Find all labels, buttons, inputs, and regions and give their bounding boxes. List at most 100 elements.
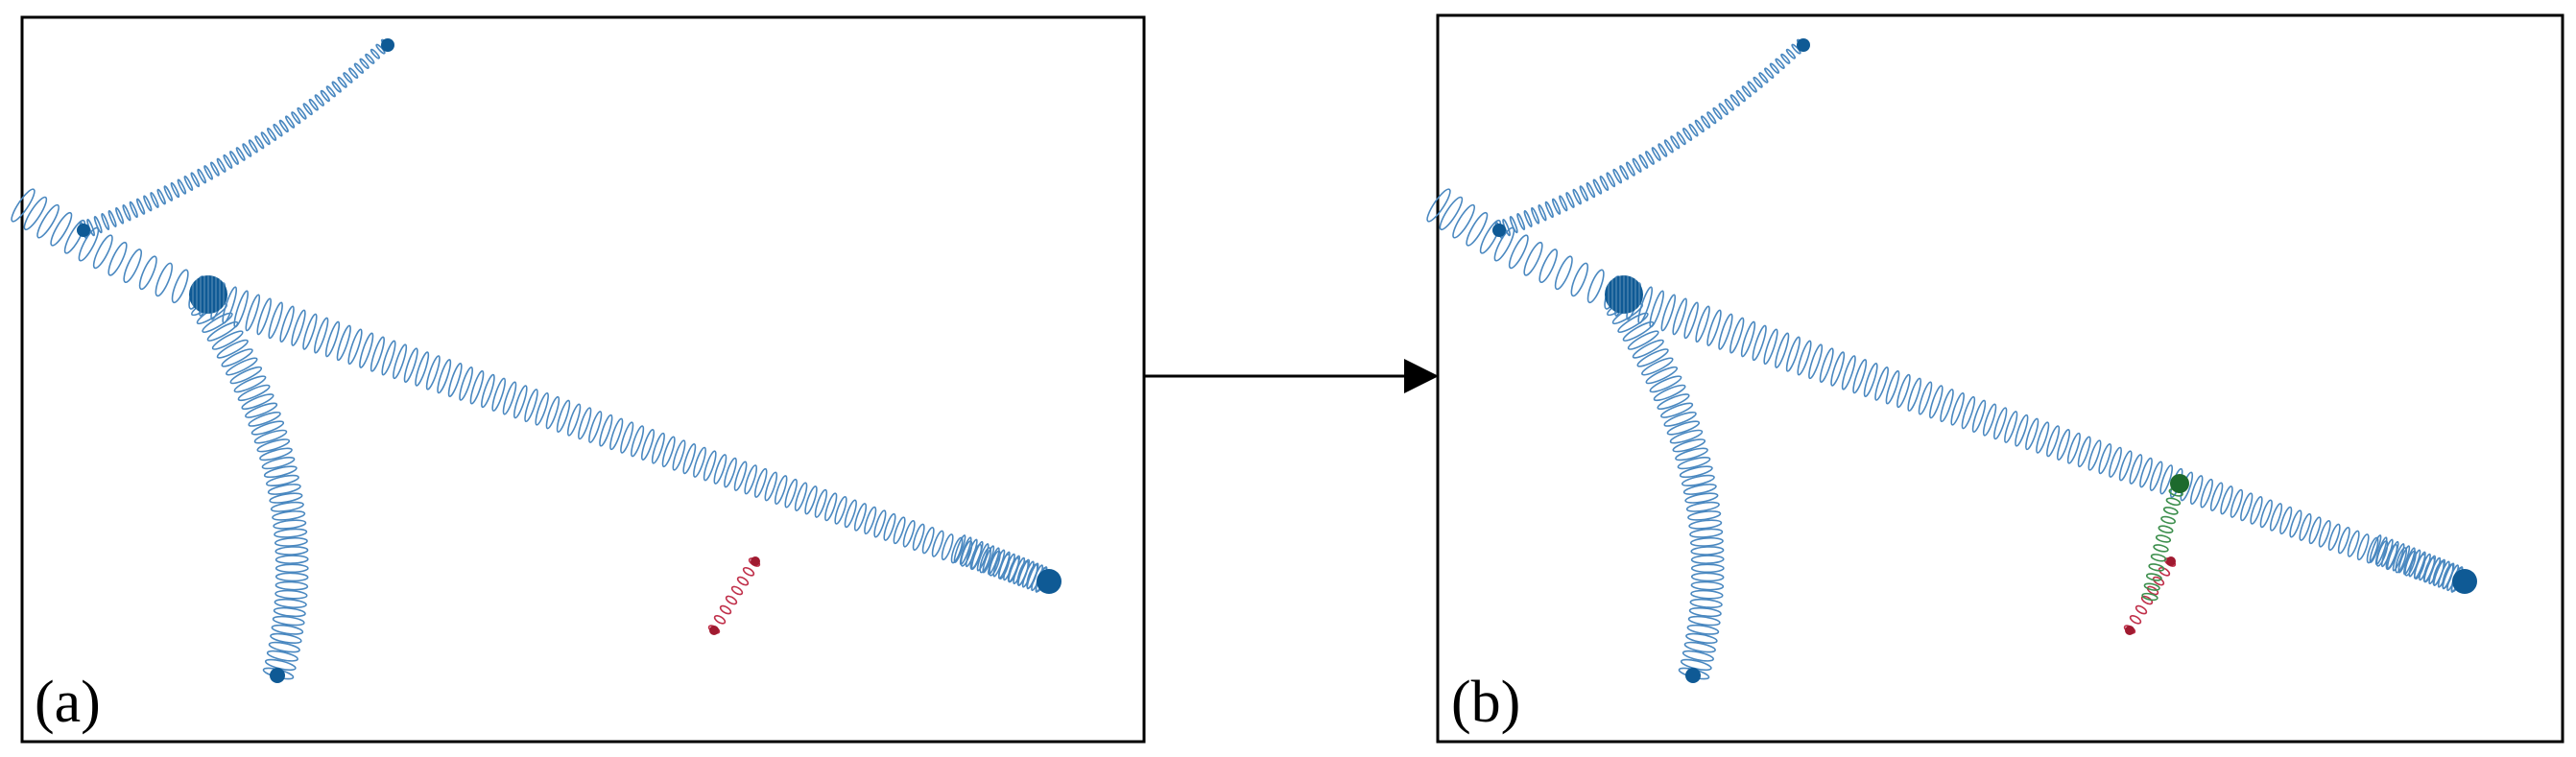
spring-coil xyxy=(1554,255,1573,291)
spring-coil xyxy=(1690,563,1725,574)
spring-coil xyxy=(1686,624,1720,635)
spring-coil xyxy=(1685,501,1720,512)
spring-coil xyxy=(2269,503,2283,532)
spring-coil xyxy=(1684,492,1719,504)
spring-coil xyxy=(2141,592,2159,602)
spring-coil xyxy=(2056,429,2071,461)
spring-coil xyxy=(270,632,302,645)
spring-coil xyxy=(545,395,561,430)
spring-coil xyxy=(1516,213,1526,230)
spring-coil xyxy=(1479,219,1502,254)
spring-coil xyxy=(1982,403,1997,437)
spring-coil xyxy=(824,492,838,522)
spring-coil xyxy=(682,443,697,475)
spring-coil xyxy=(273,606,306,618)
spring-coil xyxy=(1565,192,1575,208)
spring-coil xyxy=(1645,366,1679,385)
spring-coil xyxy=(1672,297,1687,336)
spring-coil xyxy=(1863,362,1878,398)
spring-coil xyxy=(1676,131,1686,146)
spring-coil xyxy=(107,210,117,227)
spring-coil xyxy=(274,563,309,574)
node-red-start xyxy=(709,626,719,635)
panel-a-frame xyxy=(20,15,1146,744)
spring-coil xyxy=(631,425,645,458)
spring-coil xyxy=(260,131,271,146)
node-top xyxy=(381,38,394,52)
spring-coil xyxy=(163,185,174,201)
spring-coil xyxy=(2087,439,2102,471)
spring-coil xyxy=(469,369,485,405)
spring-coil xyxy=(274,528,308,538)
spring-coil xyxy=(1690,580,1725,591)
spring-main-diagonal xyxy=(1614,278,2464,593)
spring-coil xyxy=(1735,89,1746,103)
spring-coil xyxy=(381,340,396,376)
node-left xyxy=(1492,224,1506,237)
spring-coil xyxy=(1808,343,1824,380)
spring-coil xyxy=(1690,555,1725,564)
spring-coil xyxy=(1683,641,1716,653)
spring-coil xyxy=(1666,420,1701,436)
spring-coil xyxy=(794,482,808,511)
spring-coil xyxy=(233,375,267,393)
spring-coil xyxy=(1763,328,1778,366)
spring-coil xyxy=(1627,330,1659,350)
spring-coil xyxy=(2140,595,2154,605)
spring-coil xyxy=(864,506,877,535)
spring-coil xyxy=(2066,432,2081,464)
spring-coil xyxy=(2139,457,2153,488)
spring-coil xyxy=(285,115,296,129)
spring-coil xyxy=(248,411,281,427)
spring-coil xyxy=(370,336,385,372)
spring-coil xyxy=(11,188,36,223)
spring-coil xyxy=(844,499,857,529)
spring-coil xyxy=(1694,119,1705,133)
spring-coil xyxy=(274,555,309,564)
spring-coil xyxy=(107,241,128,276)
spring-coil xyxy=(2279,506,2293,535)
spring-coil xyxy=(226,357,258,376)
node-red-start xyxy=(2125,626,2135,635)
spring-coil xyxy=(2250,496,2263,525)
spring-coil xyxy=(2145,573,2162,581)
spring-coil xyxy=(156,188,166,205)
spring-coil xyxy=(931,530,944,557)
spring-coil xyxy=(1896,373,1911,409)
spring-upper-branch xyxy=(1494,38,1807,240)
spring-coil xyxy=(1683,301,1699,340)
spring-coil xyxy=(2299,512,2312,541)
spring-coil xyxy=(1679,465,1713,479)
spring-coil xyxy=(640,429,656,461)
spring-coil xyxy=(267,484,301,495)
spring-coil xyxy=(1626,161,1635,177)
spring-coil xyxy=(1785,336,1801,372)
spring-coil xyxy=(1819,347,1834,383)
spring-coil xyxy=(1797,340,1812,376)
spring-coil xyxy=(953,534,966,563)
spring-coil xyxy=(279,305,295,343)
spring-coil xyxy=(1874,366,1890,401)
spring-coil xyxy=(902,520,916,548)
spring-coil xyxy=(1670,135,1681,150)
spring-coil xyxy=(2118,450,2133,482)
spring-coil xyxy=(314,94,324,106)
spring-coil xyxy=(1649,375,1682,393)
spring-coil xyxy=(337,76,347,88)
spring-coil xyxy=(1622,320,1655,342)
spring-coil xyxy=(2077,436,2091,468)
spring-coil xyxy=(143,195,153,212)
spring-coil xyxy=(259,447,293,461)
spring-coil xyxy=(1706,309,1722,346)
spring-coil xyxy=(1971,399,1987,433)
spring-coil xyxy=(359,58,370,69)
spring-coil xyxy=(481,373,495,409)
spring-coil xyxy=(273,519,307,530)
spring-coil xyxy=(274,580,309,591)
spring-coil xyxy=(256,438,291,453)
spring-coil xyxy=(834,496,847,525)
spring-coil xyxy=(2129,615,2142,625)
spring-coil xyxy=(274,546,309,556)
spring-coil xyxy=(1426,188,1451,223)
spring-coil xyxy=(1592,178,1603,195)
